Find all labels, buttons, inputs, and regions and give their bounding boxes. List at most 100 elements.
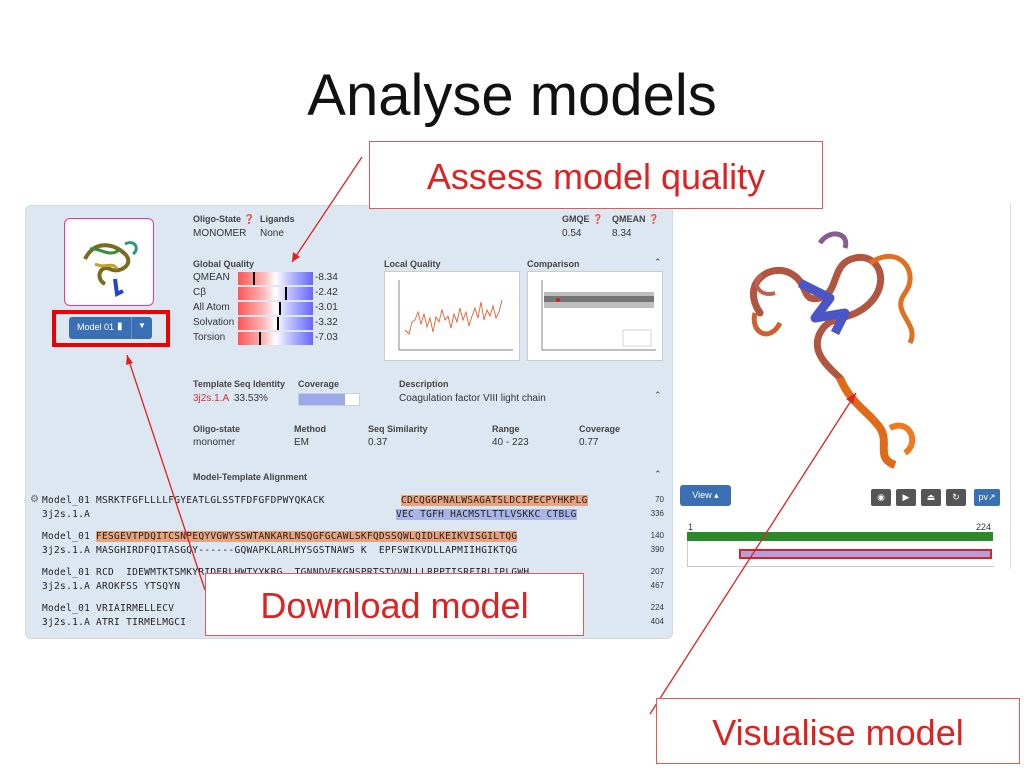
model-button-label: Model 01 <box>77 322 115 332</box>
oligo-state-value: MONOMER <box>193 228 247 239</box>
alignment-sequence: RCD IDEWMTKTSMKYRIDERLHWTYYKRG TGNNDVEKG… <box>96 567 529 578</box>
alignment-seq-name: 3j2s.1.A <box>42 509 91 520</box>
model-thumbnail[interactable] <box>64 218 154 306</box>
coverage2-value: 0.77 <box>579 437 599 448</box>
alignment-position: 404 <box>650 617 664 626</box>
seq-similarity-label: Seq Similarity <box>368 424 428 434</box>
assess-arrow <box>291 156 363 263</box>
qmean-label: QMEAN ❓ <box>612 214 660 224</box>
template-label: Template <box>193 379 232 389</box>
method-label: Method <box>294 424 326 434</box>
global-quality-marker <box>259 332 261 345</box>
alignment-sequence: MSRKTFGFLLLLFGYEATLGLSSTFDFGFDPWYQKACK <box>96 495 325 506</box>
alignment-position: 224 <box>650 603 664 612</box>
visualise-arrow <box>649 392 857 715</box>
oligo-state-label: Oligo-State ❓ <box>193 214 255 224</box>
alignment-sequence: FESGEVTPDQITCSNPEQYVGWYSSWTANKARLNSQGFGC… <box>96 531 518 542</box>
global-quality-bar <box>238 317 313 330</box>
method-value: EM <box>294 437 309 448</box>
global-quality-metric-value: -3.32 <box>315 317 338 328</box>
comparison-plot[interactable] <box>527 271 663 361</box>
alignment-position: 207 <box>650 567 664 576</box>
global-quality-metric-value: -2.42 <box>315 287 338 298</box>
alignment-sequence-highlight: VEC TGFH HACMSTLTTLVSKKC CTBLG <box>396 509 577 520</box>
view-dropdown-button[interactable]: View ▴ <box>680 485 731 506</box>
template-coverage-track[interactable] <box>739 549 992 559</box>
gear-icon[interactable]: ⚙ <box>30 494 39 505</box>
alignment-seq-name: Model_01 <box>42 495 91 506</box>
coverage-label: Coverage <box>298 379 340 389</box>
alignment-sequence: VRIAIRMELLECV <box>96 603 175 614</box>
global-quality-metric-name: Solvation <box>193 317 235 328</box>
global-quality-metric-name: Torsion <box>193 332 226 343</box>
alignment-seq-name: 3j2s.1.A <box>42 581 91 592</box>
download-arrow <box>126 354 206 591</box>
alignment-seq-name: Model_01 <box>42 567 91 578</box>
help-icon[interactable]: ❓ <box>648 214 660 224</box>
structure-viewer-panel: View ▴ ◉ ▶ ⏏ ↻ pv↗ 1 224 <box>680 203 1011 569</box>
alignment-title: Model-Template Alignment <box>193 472 308 482</box>
alignment-position: 70 <box>655 495 664 504</box>
seq-similarity-value: 0.37 <box>368 437 388 448</box>
file-icon: ▮ <box>117 321 123 332</box>
camera-icon[interactable]: ◉ <box>871 489 891 506</box>
alignment-view[interactable]: Model_01 MSRKTFGFLLLLFGYEATLGLSSTFDFGFDPW… <box>42 495 668 635</box>
pv-button[interactable]: pv↗ <box>974 489 1000 506</box>
alignment-position: 336 <box>650 509 664 518</box>
model-coverage-track[interactable] <box>687 532 993 541</box>
template-link[interactable]: 3j2s.1.A <box>193 393 230 404</box>
ligands-label: Ligands <box>260 214 295 224</box>
local-quality-plot[interactable] <box>384 271 520 361</box>
alignment-seq-name: 3j2s.1.A <box>42 545 91 556</box>
coverage2-label: Coverage <box>579 424 621 434</box>
global-quality-bar <box>238 332 313 345</box>
ligands-value: None <box>260 228 284 239</box>
global-quality-bar <box>238 287 313 300</box>
range-end-label: 224 <box>976 522 992 532</box>
global-quality-bar <box>238 272 313 285</box>
alignment-sequence-highlight: CDCQGGPNALWSAGATSLDCIPECPYHKPLG <box>401 495 588 506</box>
collapse-chevron-icon[interactable]: ⌃ <box>654 469 662 479</box>
global-quality-marker <box>284 287 287 300</box>
oligo-state2-label: Oligo-state <box>193 424 241 434</box>
download-highlight-box <box>52 310 170 347</box>
view-button-label: View <box>692 490 712 500</box>
range-value: 40 - 223 <box>492 437 529 448</box>
caret-up-icon: ▴ <box>714 490 719 500</box>
eject-icon[interactable]: ⏏ <box>921 489 941 506</box>
comparison-title: Comparison <box>527 259 580 269</box>
help-icon[interactable]: ❓ <box>592 214 604 224</box>
global-quality-title: Global Quality <box>193 259 255 269</box>
coverage-bar <box>298 393 360 406</box>
alignment-sequence: ATRI TIRMELMGCI <box>96 617 187 628</box>
global-quality-metric-name: QMEAN <box>193 272 230 283</box>
model-report-panel: Model 01 ▮ ▼ Oligo-State ❓ Ligands MONOM… <box>25 205 673 639</box>
model-download-button[interactable]: Model 01 ▮ ▼ <box>69 317 152 339</box>
coverage-axis <box>687 541 994 567</box>
help-icon[interactable]: ❓ <box>243 214 255 224</box>
global-quality-marker <box>279 302 282 315</box>
alignment-position: 140 <box>650 531 664 540</box>
caret-down-icon[interactable]: ▼ <box>138 321 146 330</box>
global-quality-bar <box>238 302 313 315</box>
alignment-seq-name: 3j2s.1.A <box>42 617 91 628</box>
local-quality-title: Local Quality <box>384 259 441 269</box>
collapse-chevron-icon[interactable]: ⌃ <box>654 390 662 400</box>
slide-title: Analyse models <box>307 63 717 128</box>
description-label: Description <box>399 379 449 389</box>
refresh-icon[interactable]: ↻ <box>946 489 966 506</box>
gmqe-label: GMQE ❓ <box>562 214 604 224</box>
structure-canvas[interactable] <box>680 203 1010 483</box>
global-quality-metric-name: Cβ <box>193 287 206 298</box>
alignment-seq-name: Model_01 <box>42 531 91 542</box>
global-quality-metric-value: -3.01 <box>315 302 338 313</box>
collapse-chevron-icon[interactable]: ⌃ <box>654 257 662 267</box>
seq-identity-value: 33.53% <box>234 393 268 404</box>
oligo-state2-value: monomer <box>193 437 236 448</box>
range-label: Range <box>492 424 520 434</box>
play-icon[interactable]: ▶ <box>896 489 916 506</box>
qmean-value: 8.34 <box>612 228 632 239</box>
global-quality-metric-name: All Atom <box>193 302 230 313</box>
